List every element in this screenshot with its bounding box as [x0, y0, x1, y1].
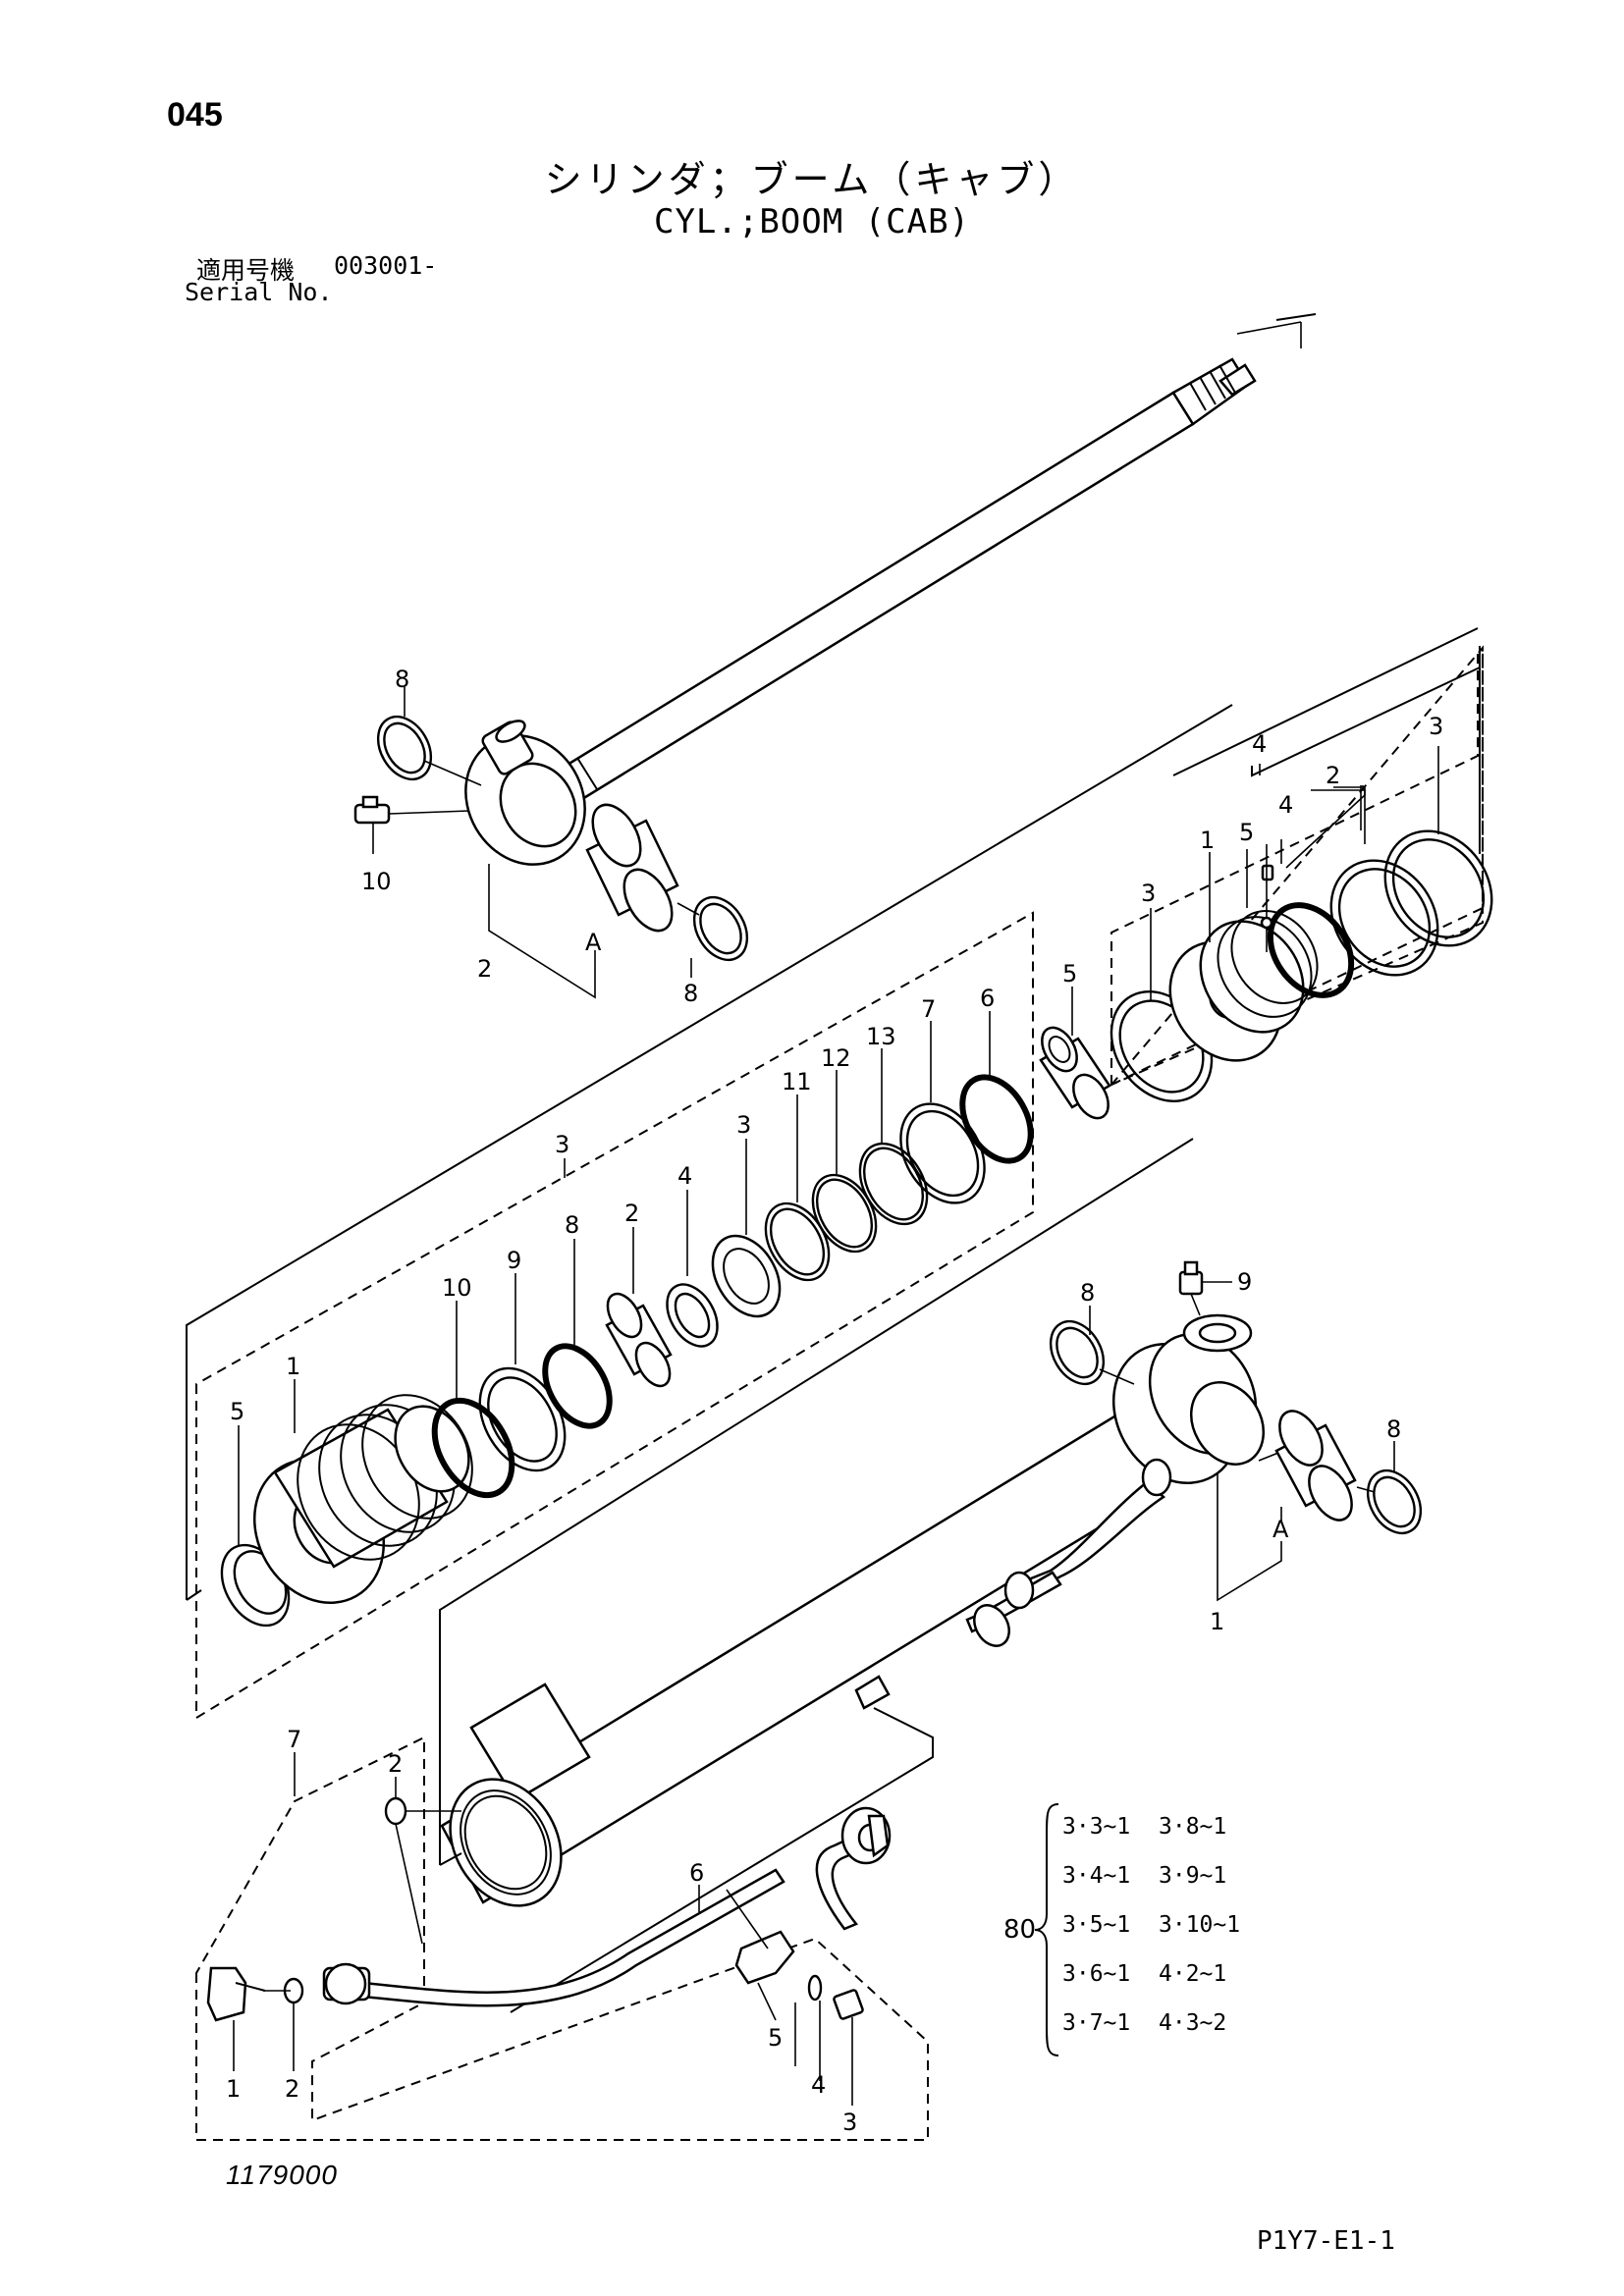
callout-labels: 8 10 2 A 8 4 3 2 4 5 1 3 5 3 6 7 13 12 1…	[226, 666, 1443, 2136]
piston-group	[1110, 627, 1493, 1102]
tube-group-outline	[439, 1138, 1194, 2013]
drawing-number: 1179000	[226, 2160, 338, 2190]
callout-head-oring-8: 8	[565, 1211, 579, 1239]
callout-cushion-bearing: 5	[1062, 960, 1077, 988]
cushion-bearing	[1039, 987, 1111, 1120]
seal-kit-item: 4·3~2	[1159, 2010, 1226, 2036]
seal-kit-number: 80	[1003, 1915, 1036, 1945]
callout-tube-oring-right: 8	[1386, 1415, 1401, 1443]
callout-head-ring-13: 13	[866, 1023, 896, 1050]
rod-end-orings	[376, 687, 749, 978]
callout-rod-end-oring-top: 8	[395, 666, 409, 693]
cylinder-tube	[440, 1313, 1266, 1907]
seal-kit-item: 3·3~1	[1062, 1814, 1130, 1840]
callout-pipe-line: 6	[689, 1859, 704, 1887]
pipe-group	[195, 1735, 929, 2141]
callout-piston: 1	[1200, 827, 1215, 854]
callout-head-ring-11: 11	[782, 1068, 812, 1095]
callout-head-bushing-2: 2	[624, 1200, 639, 1227]
callout-head-group: 3	[555, 1131, 569, 1158]
callout-head-seal-3: 3	[736, 1111, 751, 1139]
callout-pipe-clamp: 5	[768, 2024, 783, 2052]
callout-tube-assembly: 1	[1210, 1608, 1224, 1635]
piston-rod	[548, 357, 1257, 809]
callout-tube-grease-fitting: 9	[1237, 1268, 1252, 1296]
callout-pipe-oring-top: 2	[388, 1750, 403, 1778]
callout-piston-nut: 3	[1141, 880, 1156, 907]
rod-grease-fitting	[353, 795, 470, 854]
serial-label-japanese: 適用号機	[196, 256, 296, 285]
callout-head-ring-9: 9	[507, 1247, 521, 1274]
page-number: 045	[167, 96, 223, 133]
head-group	[186, 704, 1233, 1720]
callout-piston-setscrew-2: 4	[1278, 791, 1293, 819]
serial-label-english: Serial No.	[185, 278, 333, 306]
callout-pipe-washer: 4	[811, 2071, 826, 2099]
callout-tube-oring-top: 8	[1080, 1279, 1095, 1307]
rod-end-eye	[464, 720, 586, 866]
callout-pipe-group: 7	[287, 1726, 301, 1753]
callout-piston-ring: 3	[1429, 713, 1443, 740]
callout-head-oring-6: 6	[980, 985, 995, 1012]
callout-head-ring-7: 7	[921, 995, 936, 1023]
seal-kit-item: 4·2~1	[1159, 1961, 1226, 1987]
seal-kit-item: 3·8~1	[1159, 1814, 1226, 1840]
seal-kit-item: 3·7~1	[1062, 2010, 1130, 2036]
callout-cylinder-head: 1	[286, 1353, 300, 1380]
rod-bushing	[585, 803, 679, 933]
callout-tube-bushing-ref: A	[1272, 1516, 1289, 1543]
callout-head-wiper: 5	[230, 1398, 244, 1425]
seal-kit-table: 80 3·3~1 3·4~1 3·5~1 3·6~1 3·7~1 3·8~1 3…	[1003, 1803, 1240, 2056]
page-title-english: CYL.;BOOM (CAB)	[653, 202, 971, 241]
callout-head-ring-4: 4	[677, 1162, 692, 1190]
seal-kit-item: 3·4~1	[1062, 1863, 1130, 1889]
rod-assembly-bracket	[488, 864, 596, 999]
tube-orings-and-bushing	[1049, 1260, 1423, 1602]
sheet-code: P1Y7-E1-1	[1257, 2226, 1395, 2256]
callout-pipe-oring-bottom: 2	[285, 2075, 299, 2103]
seal-kit-item: 3·6~1	[1062, 1961, 1130, 1987]
callout-rod-bushing-ref: A	[585, 929, 602, 956]
callout-piston-seal: 2	[1326, 762, 1340, 789]
callout-pipe-bolt: 3	[842, 2109, 857, 2136]
callout-piston-setscrew: 5	[1239, 819, 1254, 846]
seal-kit-item: 3·5~1	[1062, 1912, 1130, 1938]
callout-rod-assembly: 2	[477, 955, 492, 983]
callout-head-ring-10: 10	[442, 1274, 472, 1302]
callout-rod-grease-fitting: 10	[361, 868, 392, 895]
callout-pipe-fitting: 1	[226, 2075, 241, 2103]
callout-rod-end-oring-bottom: 8	[683, 980, 698, 1007]
page-title-japanese: シリンダ；ブーム（キャブ）	[544, 158, 1080, 201]
seal-kit-item: 3·9~1	[1159, 1863, 1226, 1889]
serial-range: 003001-	[334, 251, 438, 280]
callout-head-ring-12: 12	[821, 1044, 851, 1072]
callout-piston-group: 4	[1252, 730, 1267, 758]
seal-kit-item: 3·10~1	[1159, 1912, 1240, 1938]
